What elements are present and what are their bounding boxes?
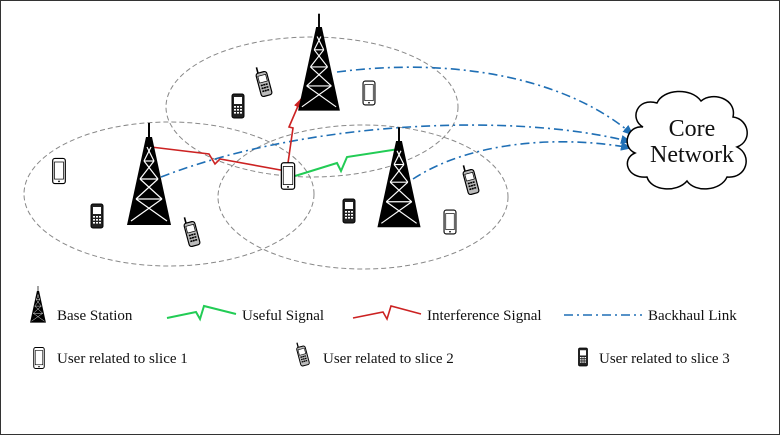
base-station-right	[376, 126, 422, 229]
user-slice3-right	[342, 198, 356, 224]
legend-slice2-icon	[294, 340, 311, 368]
legend-base-station-icon	[29, 285, 47, 324]
user-slice3-left	[90, 203, 104, 229]
legend-interference-signal-icon	[352, 305, 422, 322]
core-network-cloud	[626, 90, 748, 190]
useful-signal-line	[294, 148, 400, 177]
base-station-left	[126, 122, 172, 226]
legend-base-station-label: Base Station	[57, 308, 133, 324]
user-slice2-right	[460, 162, 481, 196]
legend-slice2-label: User related to slice 2	[323, 351, 454, 367]
core-network-label-line2: Network	[650, 142, 734, 168]
cell-coverage-top	[165, 36, 459, 178]
legend-interference-signal-label: Interference Signal	[427, 308, 542, 324]
legend-useful-signal-label: Useful Signal	[242, 308, 325, 324]
backhaul-links	[160, 66, 634, 180]
cell-coverage-right	[217, 124, 509, 270]
core-network-label-line1: Core	[668, 116, 716, 142]
user-slice1-center	[280, 162, 296, 190]
legend-backhaul-link-label: Backhaul Link	[648, 308, 737, 324]
legend-slice1-label: User related to slice 1	[57, 351, 188, 367]
user-slice2-left	[181, 214, 202, 248]
legend-icons	[29, 285, 642, 369]
legend-useful-signal-icon	[166, 304, 237, 322]
legend-slice3-label: User related to slice 3	[599, 351, 730, 367]
base-station-top	[297, 12, 341, 112]
interference-signal-up	[287, 98, 302, 164]
user-slice1-right	[443, 209, 457, 235]
user-slice1-left	[52, 157, 66, 185]
core-network-label: Core Network	[637, 116, 747, 168]
user-slice2-top	[253, 64, 274, 98]
user-slice1-top	[362, 80, 376, 106]
legend-slice3-icon	[578, 347, 588, 367]
cell-coverage-areas	[23, 36, 509, 270]
backhaul-link-right	[412, 140, 633, 180]
user-slice3-top	[231, 93, 245, 119]
backhaul-link-top	[336, 66, 634, 136]
cell-coverage-left	[23, 121, 315, 267]
backhaul-link-left	[160, 124, 633, 178]
legend-slice1-icon	[33, 347, 45, 369]
interference-signal-left	[150, 146, 287, 172]
interference-signals	[150, 98, 302, 172]
